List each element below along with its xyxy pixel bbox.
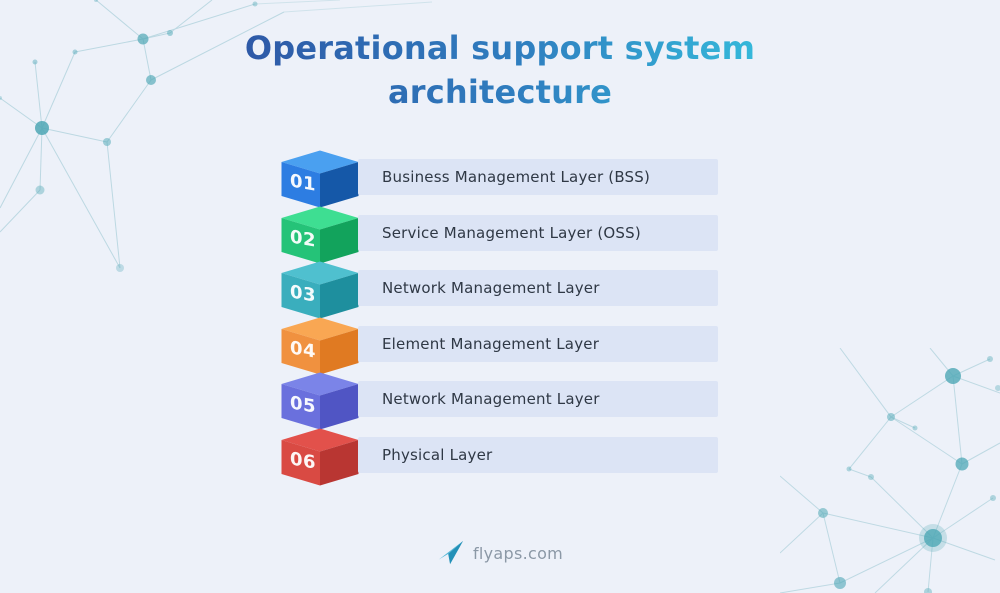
- cube-right-face: [320, 273, 359, 319]
- layer-row-4: 04 Element Management Layer: [281, 317, 718, 375]
- cube-left-face: [281, 273, 320, 319]
- cube-left-face: [281, 328, 320, 374]
- layer-number: 01: [290, 170, 316, 195]
- cube-3d-icon: 05: [281, 372, 359, 430]
- layer-label-bar: Element Management Layer: [358, 325, 718, 362]
- layer-label-bar: Physical Layer: [358, 436, 718, 473]
- brand-text: flyaps.com: [472, 543, 564, 563]
- cube-right-face: [320, 439, 359, 485]
- cube-left-face: [281, 217, 320, 263]
- layer-label: Physical Layer: [382, 445, 493, 464]
- cube-3d-icon: 01: [281, 150, 359, 208]
- layer-row-1: 01 Business Management Layer (BSS): [281, 150, 718, 208]
- layer-label-bar: Network Management Layer: [358, 381, 718, 417]
- cube-right-face: [320, 328, 359, 374]
- cube-right-face: [320, 217, 359, 263]
- cube-left-face: [281, 384, 320, 430]
- footer-brand: flyaps.com: [0, 537, 1000, 569]
- cube-right-face: [320, 384, 359, 430]
- layer-label: Business Management Layer (BSS): [382, 168, 651, 186]
- layer-row-3: 03 Network Management Layer: [281, 261, 718, 319]
- page-title-line2: architecture: [387, 73, 612, 111]
- layer-label: Network Management Layer: [382, 279, 600, 297]
- layer-number: 03: [290, 281, 316, 306]
- layer-label: Service Management Layer (OSS): [382, 223, 641, 242]
- paper-plane-body: [448, 540, 464, 565]
- cube-3d-icon: 04: [281, 317, 359, 374]
- layer-row-2: 02 Service Management Layer (OSS): [281, 206, 718, 264]
- layer-row-5: 05 Network Management Layer: [281, 372, 718, 430]
- cube-left-face: [281, 439, 320, 485]
- cube-right-face: [320, 162, 359, 208]
- cube-3d-icon: 06: [281, 428, 359, 485]
- cube-3d-icon: 03: [281, 261, 359, 319]
- cube-3d-icon: 02: [281, 206, 359, 263]
- layer-label: Element Management Layer: [382, 334, 600, 353]
- cube-left-face: [281, 162, 320, 208]
- layer-label-bar: Network Management Layer: [358, 270, 718, 306]
- layer-number: 02: [290, 226, 316, 251]
- layer-label-bar: Service Management Layer (OSS): [358, 214, 718, 251]
- layer-row-6: 06 Physical Layer: [281, 428, 718, 486]
- layer-number: 04: [290, 337, 316, 362]
- layer-number: 05: [290, 392, 316, 417]
- page-title-line1: Operational support system: [244, 29, 756, 67]
- layer-list: 01 Business Management Layer (BSS) 02 Se…: [281, 150, 721, 490]
- page-title: Operational support system architecture: [245, 26, 755, 114]
- paper-plane-icon: [438, 540, 464, 565]
- title-block: Operational support system architecture: [0, 26, 1000, 114]
- layer-label: Network Management Layer: [382, 390, 600, 408]
- layer-number: 06: [290, 448, 316, 473]
- layer-label-bar: Business Management Layer (BSS): [358, 159, 718, 195]
